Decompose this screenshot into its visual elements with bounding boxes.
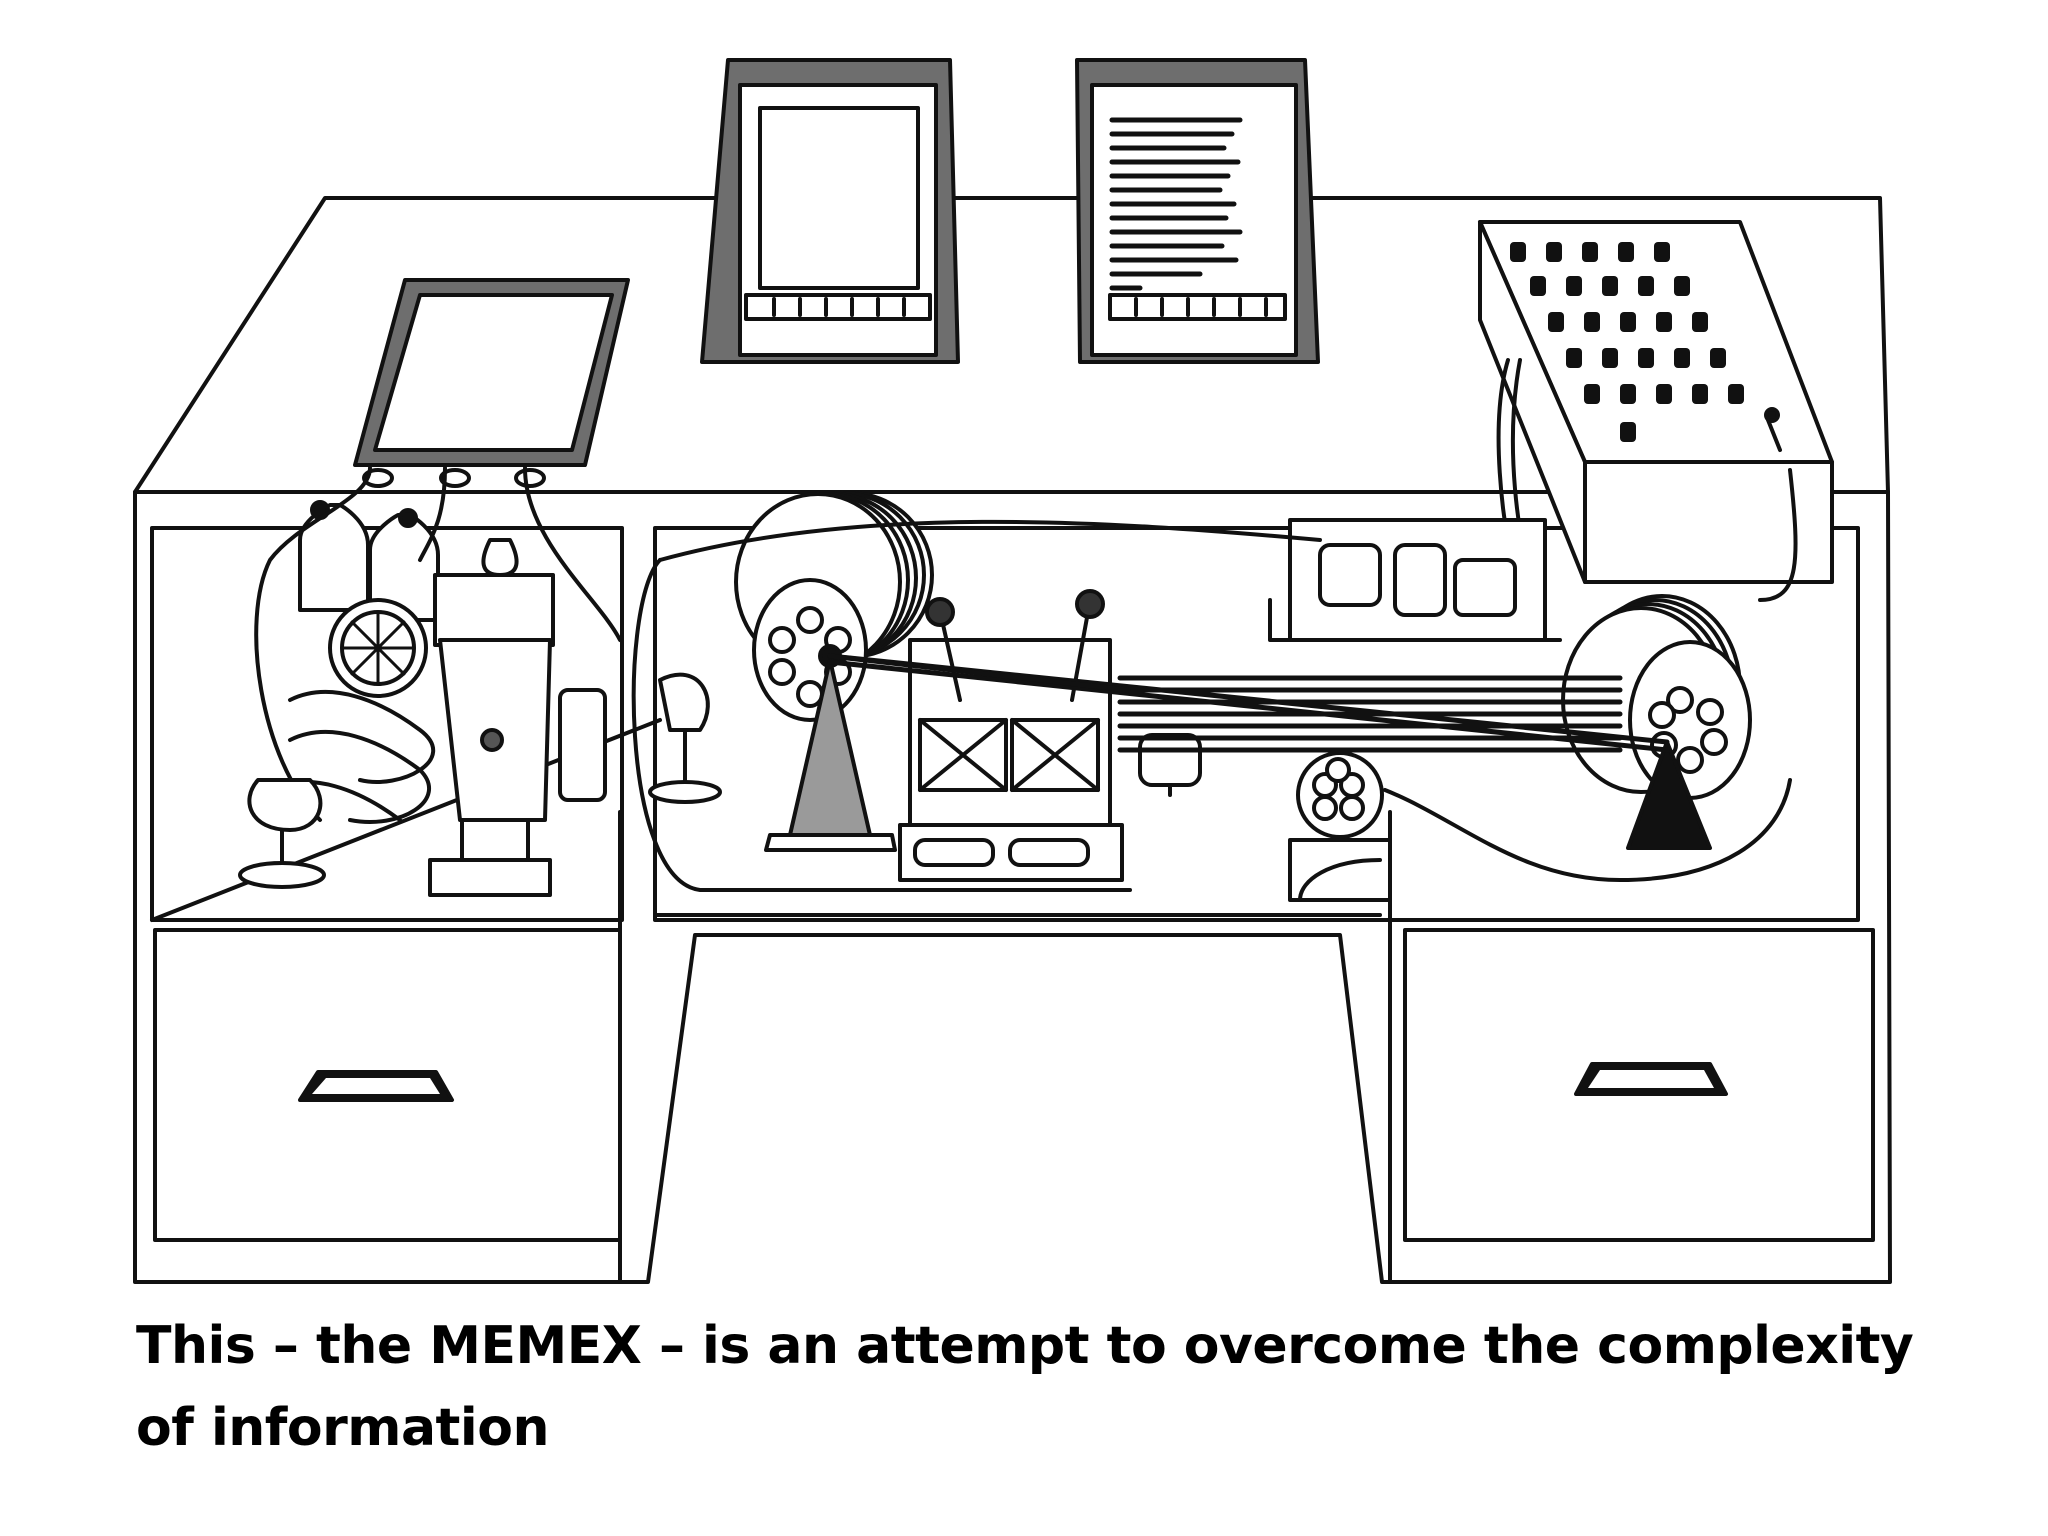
film-reel-icon [734,491,934,852]
screen-icon [353,278,630,488]
film-strip [827,653,1670,753]
keyboard-icon [1478,220,1834,612]
camera-icon [238,466,722,897]
projector-mechanism [1138,518,1792,902]
cable [631,558,1132,892]
slide-caption: This – the MEMEX – is an attempt to over… [136,1316,1914,1458]
screen-icon [700,58,960,364]
screen-icon [1075,58,1320,364]
center-mechanism [898,589,1124,882]
cable [658,519,1322,562]
lever-icon [925,589,1105,702]
memex-illustration [133,58,1892,1284]
